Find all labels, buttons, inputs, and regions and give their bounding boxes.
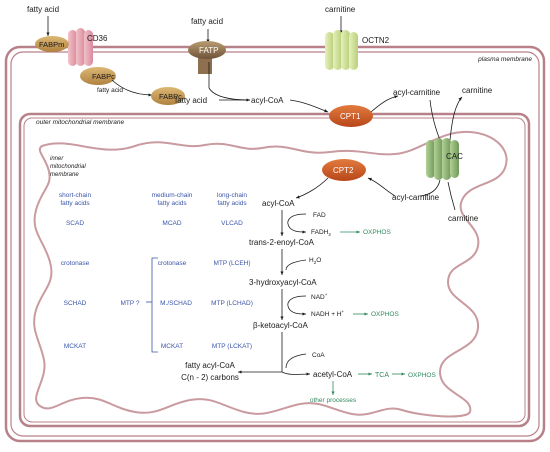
cd36-icon	[68, 28, 93, 66]
fatp-icon	[188, 41, 226, 59]
arrow-acylcoa-to-cpt1	[289, 99, 329, 113]
cpt2-icon	[322, 159, 366, 181]
carnitine-label-top: carnitine	[325, 5, 356, 14]
mtp-lchad-label: MTP (LCHAD)	[211, 300, 253, 307]
arrow-carnitine-to-cac	[447, 181, 456, 211]
arrow-fatp-to-acylcoa	[208, 87, 251, 102]
acyl-carnitine-label-2: acyl-carnitine	[392, 193, 440, 202]
inner-mito-label-3: membrane	[50, 172, 79, 178]
arrow-h2o	[285, 259, 307, 271]
mtp-question-label: MTP ?	[120, 300, 139, 307]
carnitine-label-2: carnitine	[462, 86, 493, 95]
crotonase-label-2: crotonase	[158, 260, 187, 267]
arrow-fabpc-to-fabpc	[111, 79, 153, 97]
fad-label: FAD	[313, 212, 326, 219]
arrow-cpt2-to-acylcoa	[295, 177, 329, 199]
plasma-membrane-label: plasma membrane	[477, 56, 532, 63]
tca-label: TCA	[375, 372, 389, 379]
octn2-label: OCTN2	[362, 36, 390, 45]
inner-mito-membrane	[33, 130, 508, 418]
cac-icon	[426, 138, 459, 180]
fabpc-label-1: FABPc	[92, 72, 115, 81]
nadh-label: NADH + H+	[311, 309, 345, 318]
arrow-acylcarnitine-to-cac	[429, 99, 441, 141]
medium-chain-label-1: medium-chain	[152, 192, 193, 199]
oxphos-label-3: OXPHOS	[408, 372, 436, 379]
cac-label: CAC	[446, 152, 463, 161]
pathway-hydroxyacyl: 3-hydroxyacyl-CoA	[249, 278, 317, 287]
arrow-acylcarnitine-to-cpt2	[367, 177, 396, 197]
arrow-to-acetyl-coa	[281, 371, 311, 376]
fatty-acid-label-3: fatty acid	[175, 96, 207, 105]
other-processes-label: other processes	[310, 397, 357, 404]
coa-label: CoA	[312, 352, 325, 359]
pathway-acyl-coa: acyl-CoA	[262, 199, 295, 208]
medium-chain-label-2: fatty acids	[157, 200, 187, 207]
outer-mito-membrane-inner	[23, 117, 526, 423]
cd36-label: CD36	[87, 34, 108, 43]
fabpc-icon-2	[151, 87, 185, 105]
fabpm-icon	[35, 36, 69, 52]
fadh2-label: FADH2	[311, 229, 331, 237]
cpt2-label: CPT2	[333, 166, 354, 175]
schad-label: SCHAD	[64, 300, 87, 307]
cpt1-label: CPT1	[340, 112, 361, 121]
fatty-acid-label-1: fatty acid	[27, 5, 59, 14]
arrow-cpt1-to-acylcarnitine	[370, 95, 399, 113]
long-chain-label-1: long-chain	[217, 192, 247, 199]
fabpc-fatty-acid-label: fatty acid	[97, 87, 123, 94]
fatp-label: FATP	[199, 46, 218, 55]
arrow-nad-nadh	[287, 295, 307, 316]
short-chain-label-1: short-chain	[59, 192, 92, 199]
scad-label: SCAD	[66, 220, 84, 227]
fabpm-label: FABPm	[39, 40, 64, 49]
inner-mito-label-2: mitochondrial	[50, 164, 86, 170]
plasma-membrane-inner	[10, 51, 540, 437]
mtp-lckat-label: MTP (LCKAT)	[212, 343, 252, 350]
oxphos-label-2: OXPHOS	[371, 311, 399, 318]
pathway-trans-enoyl: trans-2-enoyl-CoA	[249, 238, 315, 247]
m-schad-label: M./SCHAD	[160, 300, 192, 307]
fatty-acyl-label-1: fatty acyl-CoA	[185, 361, 235, 370]
oxphos-label-1: OXPHOS	[363, 229, 391, 236]
fatty-acyl-label-2: C(n - 2) carbons	[181, 373, 239, 382]
outer-mito-label: outer mitochondrial membrane	[36, 119, 125, 126]
vlcad-label: VLCAD	[221, 220, 243, 227]
crotonase-label-1: crotonase	[61, 260, 90, 267]
octn2-icon	[325, 30, 358, 70]
arrow-coa	[285, 353, 307, 369]
fabpc-label-2: FABPc	[159, 92, 182, 101]
short-chain-label-2: fatty acids	[60, 200, 90, 207]
long-chain-label-2: fatty acids	[217, 200, 247, 207]
arrow-fad-fadh2	[287, 213, 307, 234]
cpt1-icon	[329, 105, 373, 127]
mtp-bracket	[151, 257, 158, 353]
mckat-label-2: MCKAT	[161, 343, 183, 350]
carnitine-label-3: carnitine	[448, 214, 479, 223]
acyl-carnitine-label-1: acyl-carnitine	[393, 88, 441, 97]
acetyl-coa-label: acetyl-CoA	[313, 370, 353, 379]
h2o-label: H2O	[309, 257, 321, 265]
inner-mito-label-1: inner	[50, 156, 64, 162]
fabpc-icon-1	[80, 67, 116, 85]
fatty-acid-label-2: fatty acid	[191, 17, 223, 26]
mcad-label: MCAD	[162, 220, 181, 227]
mtp-lceh-label: MTP (LCEH)	[213, 260, 250, 267]
outer-mito-membrane	[18, 112, 531, 428]
arrow-cac-to-carnitine	[449, 96, 463, 141]
nad-label: NAD+	[311, 292, 328, 301]
pathway-ketoacyl: β-ketoacyl-CoA	[253, 321, 309, 330]
acyl-coa-label-1: acyl-CoA	[251, 96, 284, 105]
arrow-cac-to-acylcarnitine	[419, 179, 441, 197]
plasma-membrane-outer	[4, 45, 546, 443]
mckat-label-1: MCKAT	[64, 343, 86, 350]
